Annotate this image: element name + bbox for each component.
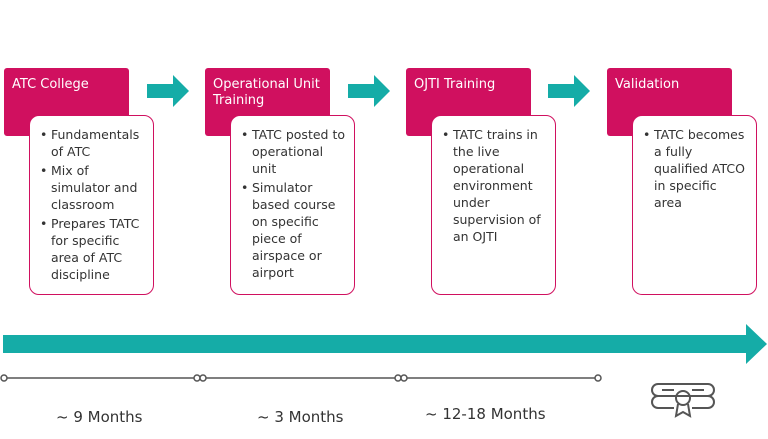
bullet-item: TATC becomes a fully qualified ATCO in s… bbox=[643, 126, 748, 211]
duration-timeline bbox=[0, 374, 602, 382]
bullet-item: Prepares TATC for specific area of ATC d… bbox=[40, 215, 145, 283]
stage-card-ojti-training: TATC trains in the live operational envi… bbox=[431, 115, 556, 295]
bullet-list: TATC posted to operational unit Simulato… bbox=[241, 126, 346, 281]
bullet-list: Fundamentals of ATC Mix of simulator and… bbox=[40, 126, 145, 283]
flow-arrow-1 bbox=[147, 75, 189, 107]
stage-title: Validation bbox=[615, 77, 680, 92]
stage-card-validation: TATC becomes a fully qualified ATCO in s… bbox=[632, 115, 757, 295]
bullet-item: Mix of simulator and classroom bbox=[40, 162, 145, 213]
duration-label-ojti: ~ 12-18 Months bbox=[425, 405, 546, 423]
bullet-list: TATC trains in the live operational envi… bbox=[442, 126, 547, 245]
stage-title: Operational Unit Training bbox=[213, 77, 320, 108]
bullet-list: TATC becomes a fully qualified ATCO in s… bbox=[643, 126, 748, 211]
stage-card-operational-unit-training: TATC posted to operational unit Simulato… bbox=[230, 115, 355, 295]
flow-arrow-3 bbox=[548, 75, 590, 107]
duration-label-atc-college: ~ 9 Months bbox=[56, 408, 143, 426]
stage-title: OJTI Training bbox=[414, 77, 496, 92]
bullet-item: Simulator based course on specific piece… bbox=[241, 179, 346, 281]
stage-card-atc-college: Fundamentals of ATC Mix of simulator and… bbox=[29, 115, 154, 295]
flow-arrow-2 bbox=[348, 75, 390, 107]
stage-title: ATC College bbox=[12, 77, 89, 92]
timeline-arrow bbox=[3, 324, 767, 364]
bullet-item: Fundamentals of ATC bbox=[40, 126, 145, 160]
duration-label-operational-unit: ~ 3 Months bbox=[257, 408, 344, 426]
bullet-item: TATC posted to operational unit bbox=[241, 126, 346, 177]
certificate-icon bbox=[651, 383, 715, 418]
bullet-item: TATC trains in the live operational envi… bbox=[442, 126, 547, 245]
